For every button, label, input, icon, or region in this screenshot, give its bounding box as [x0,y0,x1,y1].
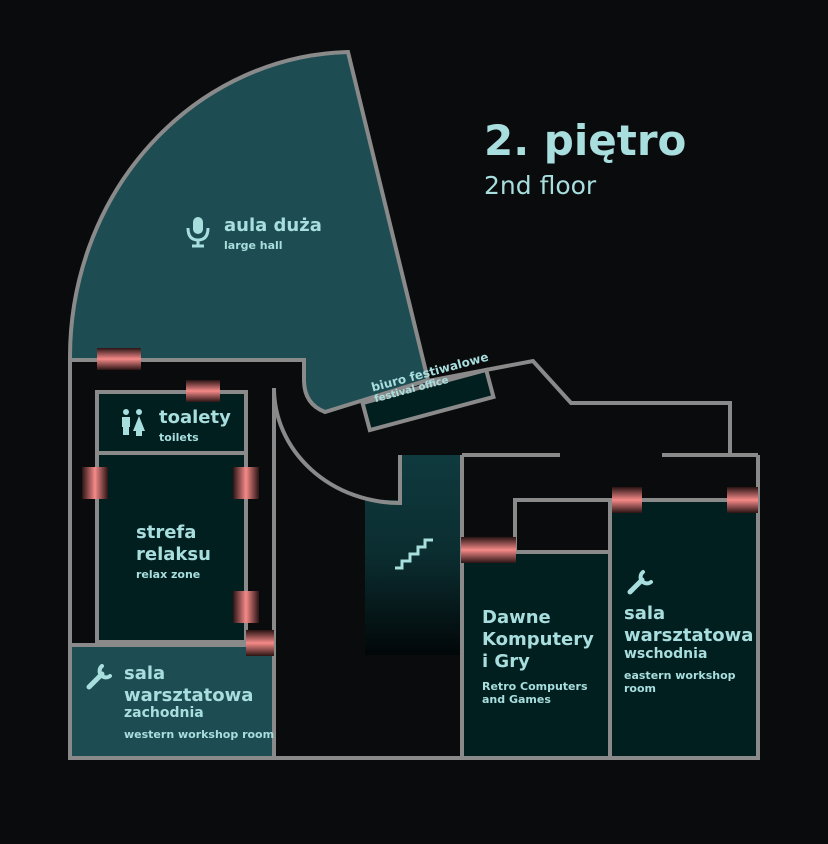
retro-label-en-2: and Games [482,693,551,706]
door [246,630,274,656]
door [97,348,141,370]
wrench-icon [627,570,653,595]
relax-zone-label-en: relax zone [136,568,201,581]
microphone-icon [186,217,210,248]
east-workshop-label-en-1: eastern workshop [624,669,736,682]
wrench-icon [86,664,112,690]
relax-zone-room[interactable] [95,451,248,644]
large-hall-label: aula duża [224,215,322,236]
retro-label-1: Dawne [482,607,551,628]
doors [82,348,758,656]
toilets-label-en: toilets [159,431,199,444]
toilets-icon [122,409,145,436]
door [186,380,220,402]
door [461,537,516,563]
east-workshop-label-en-2: room [624,682,657,695]
door [233,591,259,623]
large-hall-label-en: large hall [224,239,283,252]
door [612,487,642,513]
retro-label-en-1: Retro Computers [482,680,588,693]
east-workshop-room[interactable] [608,498,760,760]
east-workshop-label-2: warsztatowa [624,625,754,646]
door [82,467,108,499]
large-hall-room[interactable] [67,49,431,415]
door [727,487,758,513]
floor-title: 2. piętro [484,116,687,165]
east-workshop-label-3: wschodnia [624,646,708,662]
relax-zone-label-1: strefa [136,522,197,543]
door [233,467,259,499]
west-workshop-label-en: western workshop room [124,728,275,741]
stairs-icon [395,538,433,570]
west-workshop-label-2: warsztatowa [124,685,254,706]
west-workshop-label-1: sala [124,663,166,684]
toilets-label: toalety [159,407,231,428]
east-workshop-label-1: sala [624,603,666,624]
retro-label-2: Komputery [482,629,594,650]
retro-label-3: i Gry [482,651,530,672]
floor-subtitle: 2nd floor [484,171,597,200]
festival-office-room[interactable] [360,367,496,433]
relax-zone-label-2: relaksu [136,544,211,565]
west-workshop-label-3: zachodnia [124,705,204,721]
